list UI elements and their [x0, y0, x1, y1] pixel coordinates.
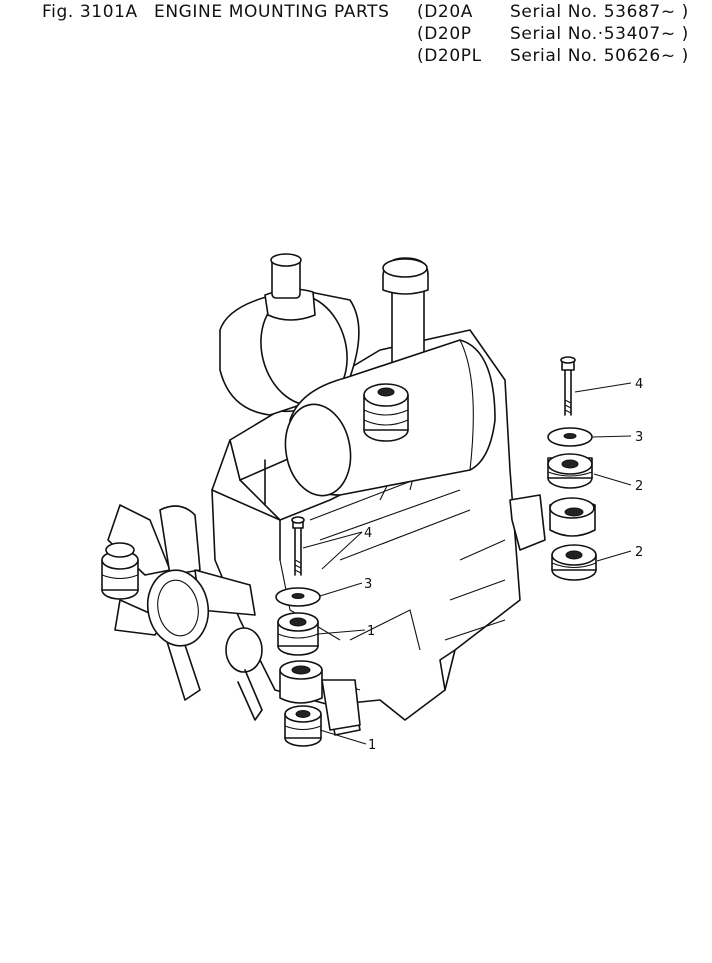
- model-d20p: (D20P: [417, 24, 472, 44]
- cushion-left-side: [101, 542, 139, 600]
- center-lower-cushion: [284, 705, 322, 747]
- callout-center-washer: 3: [364, 577, 372, 592]
- right-mount-bracket: [509, 494, 546, 551]
- right-bolt: [560, 356, 576, 416]
- cooling-fan: [107, 504, 263, 721]
- callout-center-upper-cushion: 1: [367, 624, 375, 639]
- figure-title: ENGINE MOUNTING PARTS: [154, 2, 390, 22]
- right-upper-cushion: [547, 453, 593, 489]
- center-mount-seat: [279, 660, 361, 731]
- right-lower-cushion: [551, 544, 597, 581]
- air-cleaner: [219, 253, 360, 416]
- callout-right-bolt: 4: [635, 377, 643, 392]
- callout-right-lower-cushion: 2: [635, 545, 643, 560]
- callout-right-upper-cushion: 2: [635, 479, 643, 494]
- center-upper-cushion: [277, 612, 319, 656]
- model-d20a: (D20A: [417, 2, 473, 22]
- center-washer: [275, 587, 321, 607]
- center-bolt: [291, 516, 305, 576]
- right-mount-seat: [549, 497, 596, 537]
- serial-d20p: Serial No.·53407~ ): [510, 24, 689, 44]
- serial-d20pl: Serial No. 50626~ ): [510, 46, 689, 66]
- callout-right-washer: 3: [635, 430, 643, 445]
- cushion-on-engine: [363, 383, 409, 442]
- callout-center-bolt: 4: [364, 526, 372, 541]
- figure-number: Fig. 3101A: [42, 2, 138, 22]
- serial-d20a: Serial No. 53687~ ): [510, 2, 689, 22]
- callout-center-lower-cushion: 1: [368, 738, 376, 753]
- figure-header: Fig. 3101A ENGINE MOUNTING PARTS (D20A S…: [0, 0, 712, 70]
- model-d20pl: (D20PL: [417, 46, 482, 66]
- leader-lines: [302, 382, 632, 745]
- right-washer: [547, 427, 593, 447]
